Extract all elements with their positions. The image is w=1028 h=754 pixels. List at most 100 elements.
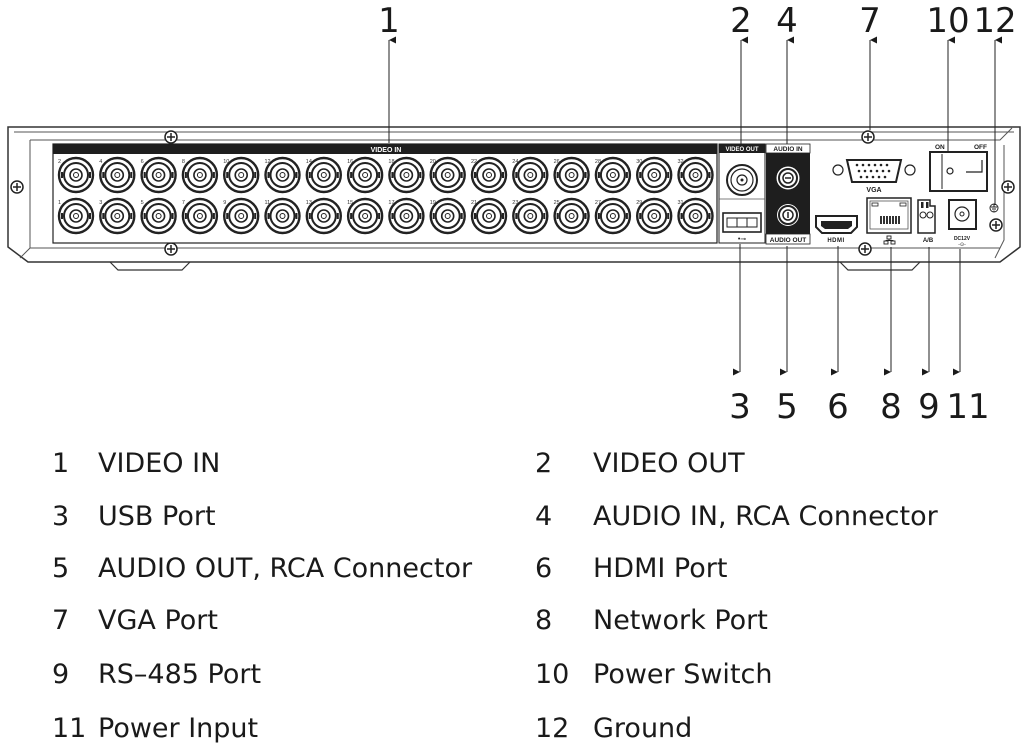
screw-icon [989, 218, 1003, 232]
legend-item: 4 AUDIO IN, RCA Connector [535, 501, 1015, 537]
legend-number: 5 [52, 553, 70, 584]
bnc-connector [222, 197, 260, 235]
screw-icon [164, 242, 178, 256]
bnc-connector [553, 197, 590, 235]
callout-number: 4 [776, 1, 798, 41]
callout-number: 1 [378, 1, 400, 41]
legend-number: 10 [535, 659, 570, 690]
legend-number: 3 [52, 501, 70, 532]
bnc-connector [57, 197, 95, 235]
callout-number: 5 [776, 387, 798, 427]
power-input-port: DC12V -⊙- [948, 199, 977, 248]
hdmi-logo: HDMI [827, 238, 844, 244]
channel-number: 16 [347, 159, 353, 165]
bnc-connector [429, 197, 466, 235]
legend-item: 3 USB Port [52, 501, 532, 537]
legend-label: HDMI Port [593, 553, 728, 584]
callout-number: 10 [926, 1, 969, 41]
screw-icon [861, 130, 875, 144]
bnc-connector [636, 197, 673, 235]
channel-number: 12 [265, 159, 271, 165]
bnc-connector [429, 156, 466, 194]
network-icon [883, 235, 896, 245]
legend-label: Network Port [593, 605, 768, 636]
video-out-panel: VIDEO OUT •⊸ [718, 143, 766, 244]
power-switch: ON OFF [929, 144, 988, 192]
legend-label: VIDEO OUT [593, 448, 745, 479]
channel-number: 13 [306, 200, 312, 206]
legend-label: Power Input [98, 713, 259, 744]
channel-number: 6 [141, 159, 144, 165]
legend-number: 2 [535, 448, 553, 479]
video-in-label: VIDEO IN [371, 147, 402, 154]
hdmi-port: HDMI [815, 215, 858, 244]
channel-number: 25 [554, 200, 560, 206]
bnc-connector [677, 156, 714, 194]
bnc-connector [140, 197, 177, 235]
channel-number: 26 [554, 159, 560, 165]
legend-number: 1 [52, 448, 70, 479]
legend-item: 8 Network Port [535, 605, 1015, 641]
legend-item: 11 Power Input [52, 713, 532, 749]
channel-number: 20 [430, 159, 436, 165]
legend-label: AUDIO OUT, RCA Connector [98, 553, 473, 584]
bnc-connector [512, 197, 549, 235]
channel-number: 32 [678, 159, 684, 165]
legend-number: 7 [52, 605, 70, 636]
legend-number: 8 [535, 605, 553, 636]
channel-number: 8 [182, 159, 185, 165]
bnc-connector [99, 197, 136, 235]
rs485-label: A/B [923, 238, 934, 244]
bnc-connector [57, 156, 95, 194]
channel-number: 11 [265, 200, 271, 206]
audio-out-rca-connector [777, 204, 799, 226]
callout-number: 12 [973, 1, 1016, 41]
video-out-label: VIDEO OUT [725, 147, 758, 153]
screw-icon [164, 130, 178, 144]
polarity-icon: -⊙- [958, 242, 966, 248]
channel-number: 21 [471, 200, 477, 206]
legend-item: 6 HDMI Port [535, 553, 1015, 589]
bnc-connector [181, 197, 219, 235]
legend-label: AUDIO IN, RCA Connector [593, 501, 938, 532]
legend-number: 4 [535, 501, 553, 532]
legend-item: 10 Power Switch [535, 659, 1015, 695]
bnc-connector [594, 156, 632, 194]
channel-number: 7 [182, 200, 185, 206]
legend-number: 6 [535, 553, 553, 584]
bnc-connector [594, 197, 632, 235]
legend-item: 2 VIDEO OUT [535, 448, 1015, 484]
legend-label: USB Port [98, 501, 216, 532]
bnc-connector [264, 197, 301, 235]
channel-number: 9 [223, 200, 226, 206]
channel-number: 24 [512, 159, 518, 165]
legend-number: 11 [52, 713, 87, 744]
callout-number: 9 [918, 387, 940, 427]
channel-number: 31 [678, 200, 684, 206]
channel-number: 29 [636, 200, 642, 206]
bnc-connector [222, 156, 260, 194]
audio-in-rca-connector [776, 166, 800, 190]
audio-out-label: AUDIO OUT [770, 237, 807, 244]
channel-number: 10 [223, 159, 229, 165]
bnc-connector [181, 156, 219, 194]
channel-number: 1 [58, 200, 61, 206]
channel-number: 18 [388, 159, 394, 165]
callout-number: 3 [729, 387, 751, 427]
usb-port: •⊸ [722, 212, 762, 243]
legend-item: 5 AUDIO OUT, RCA Connector [52, 553, 532, 589]
bnc-connector [470, 197, 508, 235]
bnc-connector [636, 156, 673, 194]
screw-icon [1001, 180, 1015, 194]
legend-label: Power Switch [593, 659, 773, 690]
bnc-connector [388, 197, 425, 235]
callout-number: 8 [880, 387, 902, 427]
screw-icon [10, 180, 24, 194]
